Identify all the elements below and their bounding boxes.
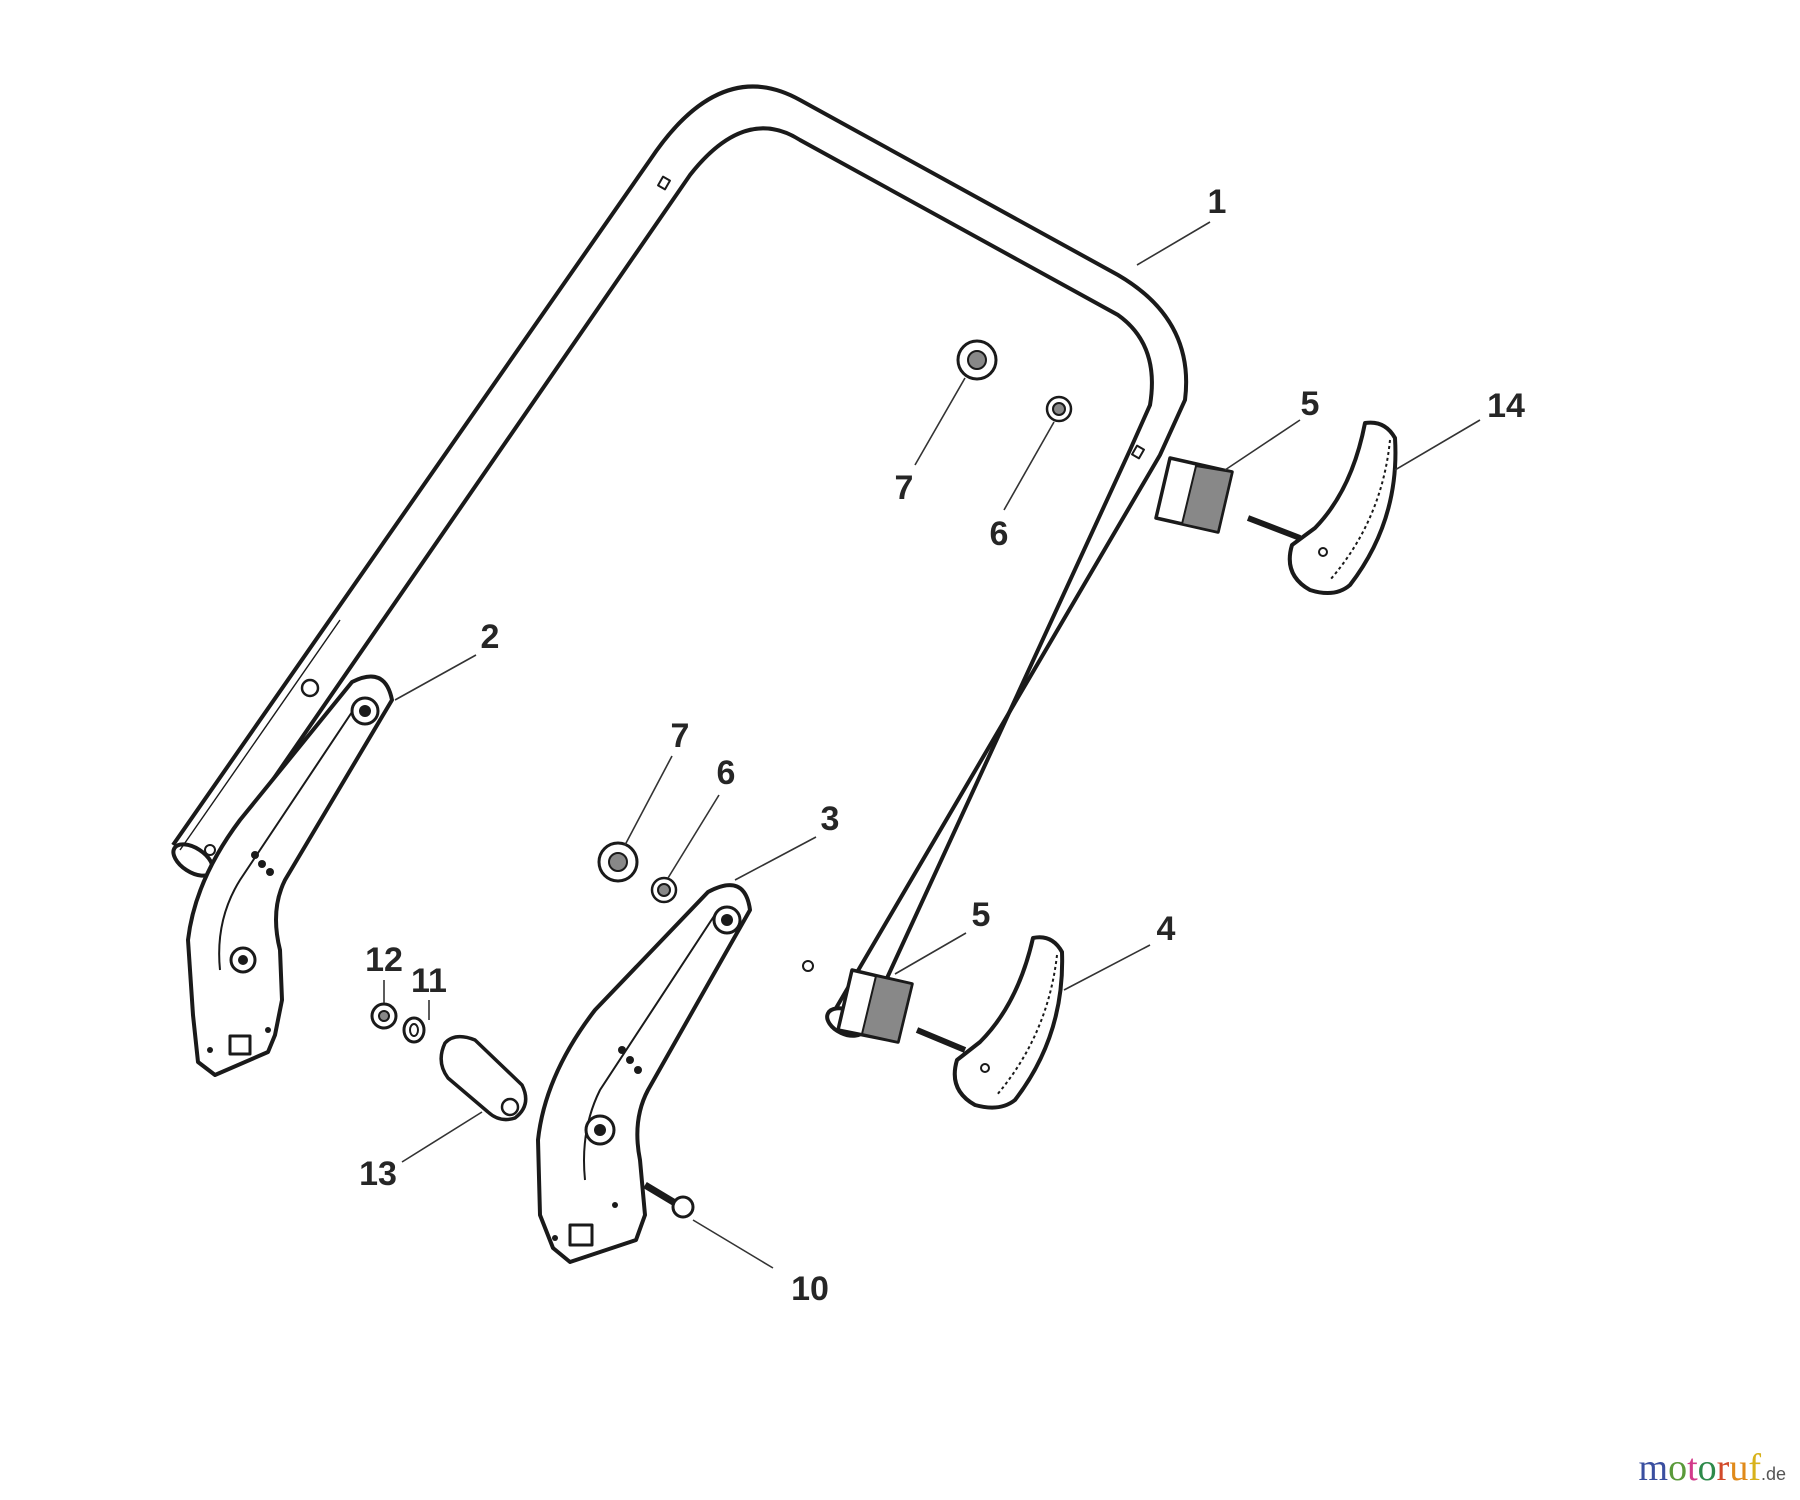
nut-lower	[650, 876, 678, 904]
small-nut	[370, 1002, 398, 1030]
callout-11: 11	[411, 962, 447, 1000]
watermark-letter: r	[1716, 1447, 1730, 1489]
washer	[402, 1016, 426, 1044]
watermark-letter: u	[1729, 1447, 1749, 1489]
callout-13: 13	[359, 1155, 397, 1193]
knob-upper	[1246, 420, 1398, 596]
watermark-letter: o	[1697, 1447, 1717, 1489]
watermark-letter: m	[1638, 1447, 1669, 1489]
right-bracket	[536, 883, 752, 1264]
watermark-letter: o	[1668, 1447, 1688, 1489]
watermark-letter: t	[1687, 1447, 1698, 1489]
nut-upper	[1045, 395, 1073, 423]
callout-14: 14	[1487, 387, 1525, 425]
callout-7-upper: 7	[894, 469, 914, 507]
callout-6-upper: 6	[989, 515, 1009, 553]
callout-5-lower: 5	[971, 896, 991, 934]
callout-4: 4	[1156, 910, 1176, 948]
callout-6-lower: 6	[716, 754, 736, 792]
callout-3: 3	[820, 800, 840, 838]
handle-frame	[171, 84, 1189, 1038]
callout-12: 12	[365, 941, 403, 979]
callout-5-upper: 5	[1300, 385, 1320, 423]
star-washer-lower	[597, 841, 639, 883]
callout-10: 10	[791, 1270, 829, 1308]
callout-2: 2	[480, 618, 500, 656]
clamp-block-lower	[836, 968, 914, 1044]
watermark-tld: .de	[1760, 1464, 1786, 1484]
leader-lines	[383, 221, 1481, 1269]
watermark-logo: motoruf.de	[1639, 1446, 1786, 1490]
adjust-lever	[439, 1034, 528, 1122]
callout-7-lower: 7	[670, 717, 690, 755]
knob-lower	[915, 935, 1065, 1110]
clamp-block-upper	[1154, 456, 1234, 534]
screw	[643, 1181, 695, 1219]
callout-1: 1	[1207, 183, 1227, 221]
watermark-letter: f	[1748, 1447, 1761, 1489]
left-bracket	[186, 674, 394, 1077]
star-washer-upper	[956, 339, 998, 381]
